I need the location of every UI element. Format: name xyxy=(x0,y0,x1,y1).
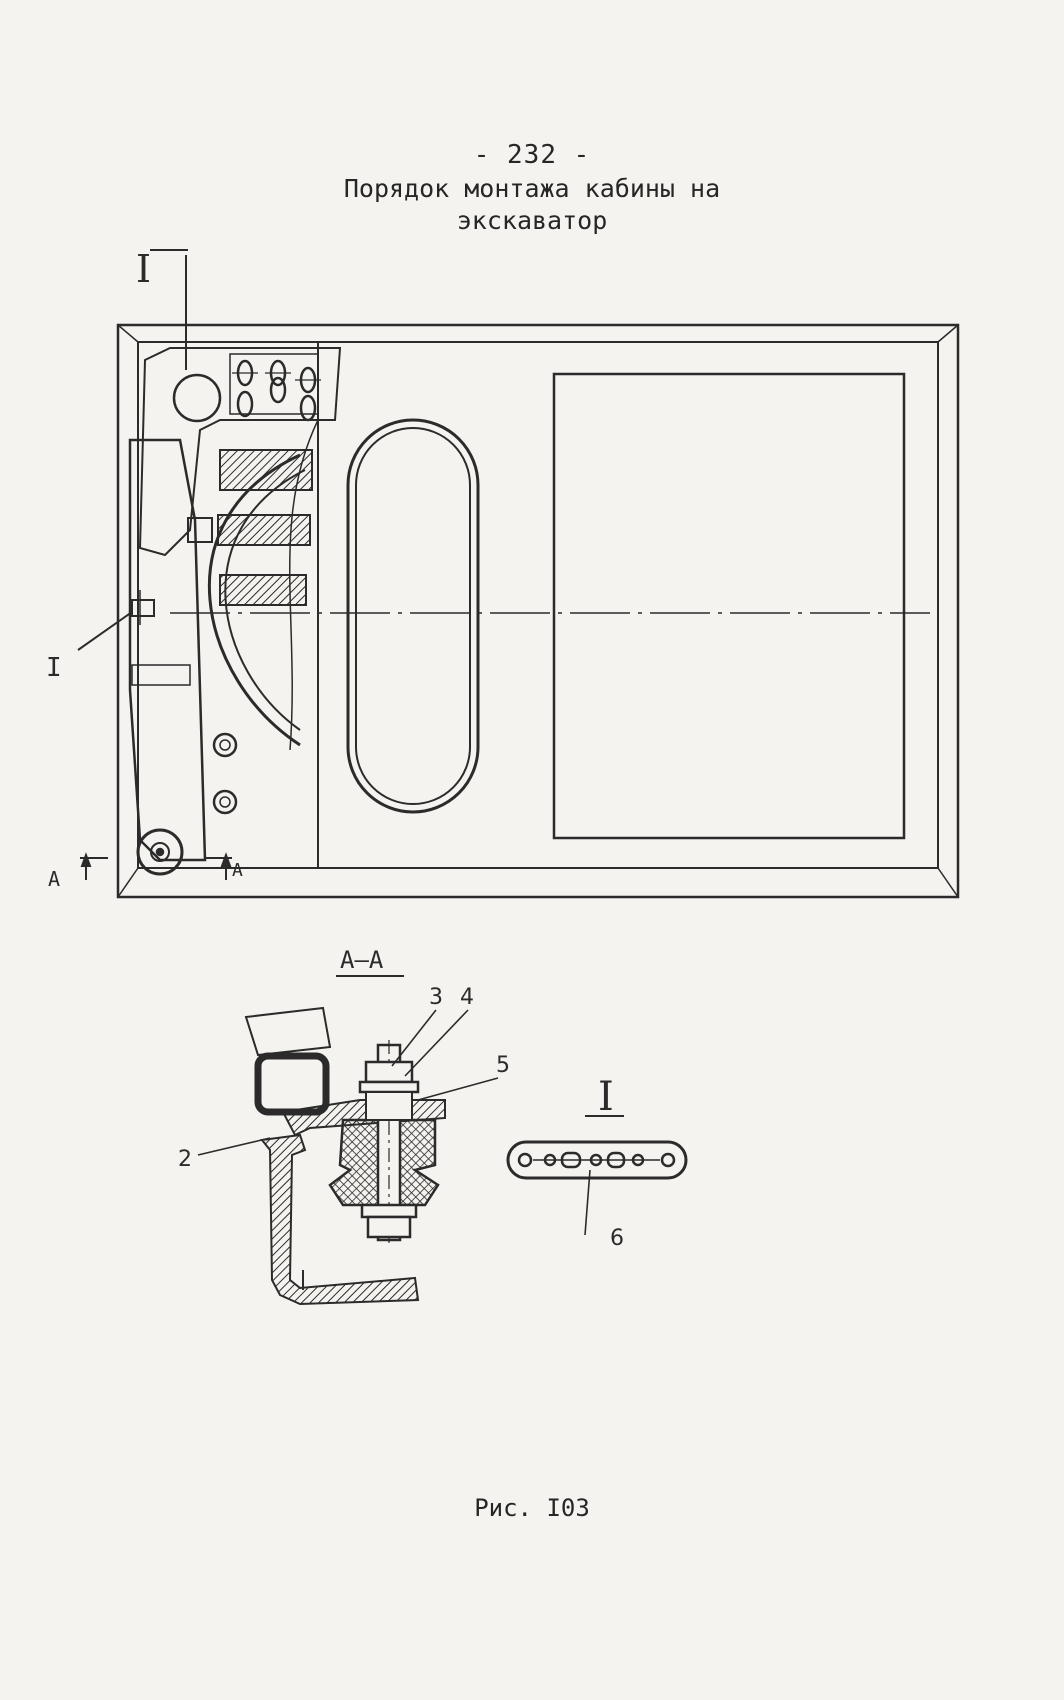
part-6-label: 6 xyxy=(610,1226,624,1251)
part-2-label: 2 xyxy=(178,1147,192,1172)
angle-bracket xyxy=(260,1133,420,1306)
section-A-A-view xyxy=(244,1006,446,1306)
lever-block-middle xyxy=(217,514,311,546)
part-leaders xyxy=(197,1009,591,1236)
bolt-upper xyxy=(212,732,238,758)
seat-arc-inner xyxy=(224,469,306,731)
bottom-nut xyxy=(366,1215,412,1239)
top-washer xyxy=(358,1080,420,1094)
slotted-strip xyxy=(506,1140,688,1180)
left-pillar xyxy=(128,438,207,862)
oval-opening xyxy=(346,418,480,814)
bolt-lower xyxy=(212,789,238,815)
detail-I-strip xyxy=(506,1140,688,1180)
part-3-label: 3 xyxy=(429,985,443,1010)
mount-bracket-I xyxy=(131,599,155,617)
top-nut xyxy=(364,1060,414,1084)
section-A-left-label: A xyxy=(48,867,60,891)
page-title-line-1: Порядок монтажа кабины на xyxy=(343,174,721,203)
detail-I-title: I xyxy=(598,1074,614,1120)
window-outline xyxy=(552,372,906,840)
view-I-top-label: I xyxy=(136,247,151,291)
lever-block-lower xyxy=(219,574,307,606)
section-A-A-title: А–А xyxy=(340,946,384,974)
section-A-right-label: A xyxy=(232,860,243,881)
corner-pivot xyxy=(136,828,184,876)
page-number: - 232 - xyxy=(473,140,591,170)
page-title-line-2: экскаватор xyxy=(456,206,608,235)
rect-tube-section xyxy=(254,1052,330,1116)
control-panel-outline xyxy=(138,347,342,557)
round-gauge xyxy=(172,373,222,423)
cabin-inner-frame xyxy=(137,341,939,869)
cabin-outer-frame xyxy=(116,323,960,899)
view-I-left-label: I xyxy=(46,653,62,683)
figure-caption: Рис. I03 xyxy=(474,1494,590,1522)
part-4-label: 4 xyxy=(460,985,474,1010)
cabin-plan-view xyxy=(116,323,960,899)
part-5-label: 5 xyxy=(496,1053,510,1078)
seat-arc-outer xyxy=(207,453,301,747)
view-markers xyxy=(77,249,232,880)
